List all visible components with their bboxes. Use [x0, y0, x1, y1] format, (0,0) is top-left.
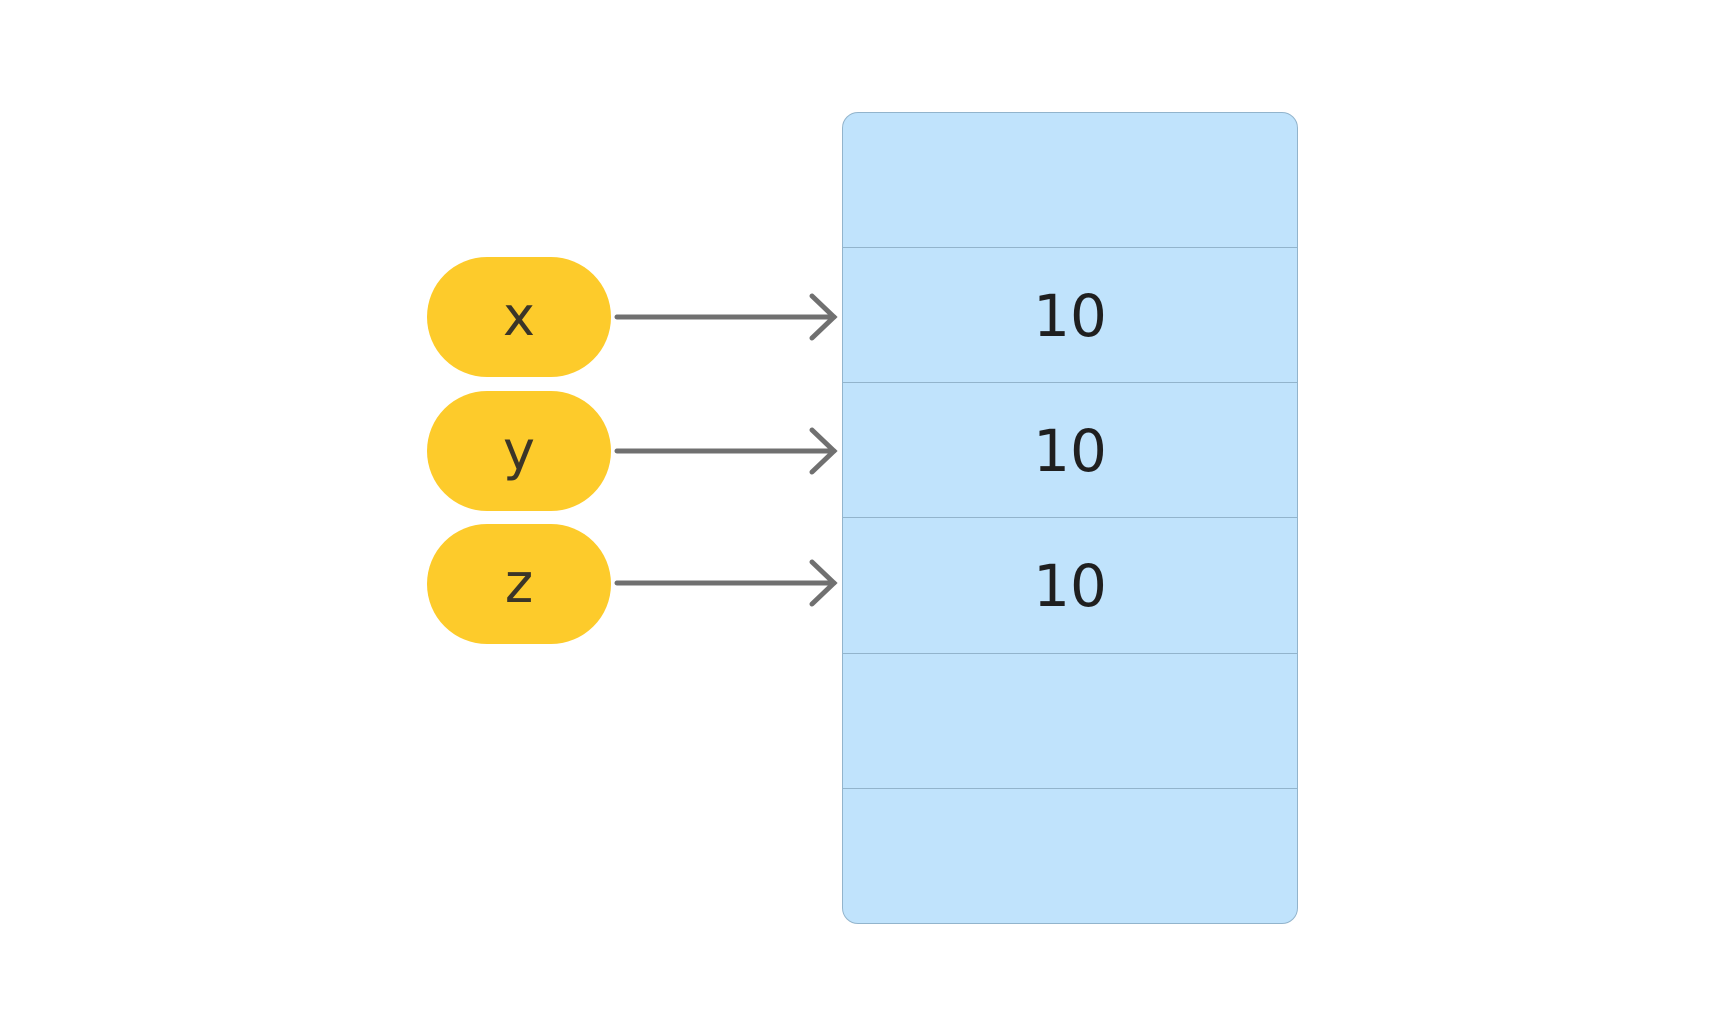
arrow-y — [614, 427, 838, 475]
variable-y: y — [427, 391, 611, 511]
cell-divider — [843, 382, 1297, 383]
variable-y-label: y — [503, 419, 535, 482]
memory-cell-3: 10 — [1033, 416, 1107, 485]
cell-divider — [843, 517, 1297, 518]
memory-block: 10 10 10 — [842, 112, 1298, 924]
arrow-z — [614, 559, 838, 607]
memory-cell-4: 10 — [1033, 551, 1107, 620]
cell-divider — [843, 653, 1297, 654]
memory-cell-2: 10 — [1033, 281, 1107, 350]
variable-z: z — [427, 524, 611, 644]
variable-x: x — [427, 257, 611, 377]
memory-cell-5 — [843, 654, 1297, 789]
variable-x-label: x — [503, 285, 535, 348]
variable-z-label: z — [504, 552, 534, 615]
memory-cell-1 — [843, 113, 1297, 248]
cell-divider — [843, 788, 1297, 789]
arrow-x — [614, 293, 838, 341]
memory-cell-6 — [843, 789, 1297, 923]
cell-divider — [843, 247, 1297, 248]
